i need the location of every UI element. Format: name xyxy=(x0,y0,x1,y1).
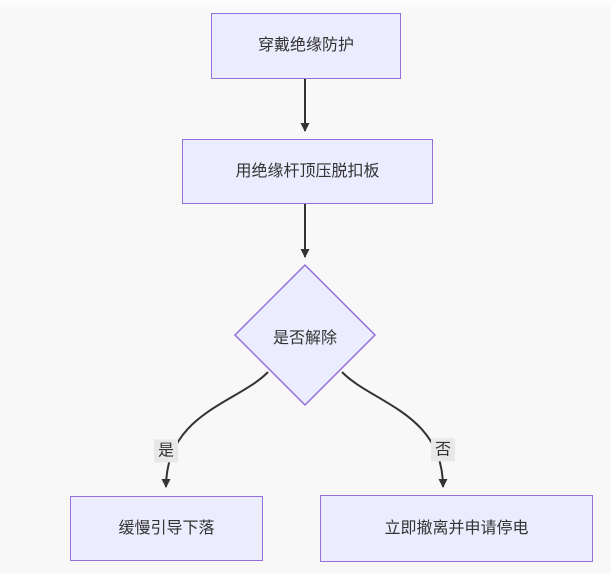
node-step2-label: 用绝缘杆顶压脱扣板 xyxy=(235,162,380,180)
edge-decision-no xyxy=(341,371,448,488)
node-no-result: 立即撤离并申请停电 xyxy=(320,495,593,562)
node-step1: 穿戴绝缘防护 xyxy=(211,13,401,79)
edge-label-yes: 是 xyxy=(153,439,179,463)
node-decision-label: 是否解除 xyxy=(272,330,338,347)
node-no-result-label: 立即撤离并申请停电 xyxy=(384,519,529,537)
node-yes-result-label: 缓慢引导下落 xyxy=(118,519,215,537)
decision-diamond-shape xyxy=(233,263,377,407)
node-yes-result: 缓慢引导下落 xyxy=(70,496,263,561)
node-step1-label: 穿戴绝缘防护 xyxy=(257,37,354,55)
edge-decision-yes xyxy=(161,371,269,488)
edge-label-no: 否 xyxy=(430,438,456,462)
node-step2: 用绝缘杆顶压脱扣板 xyxy=(182,139,433,204)
